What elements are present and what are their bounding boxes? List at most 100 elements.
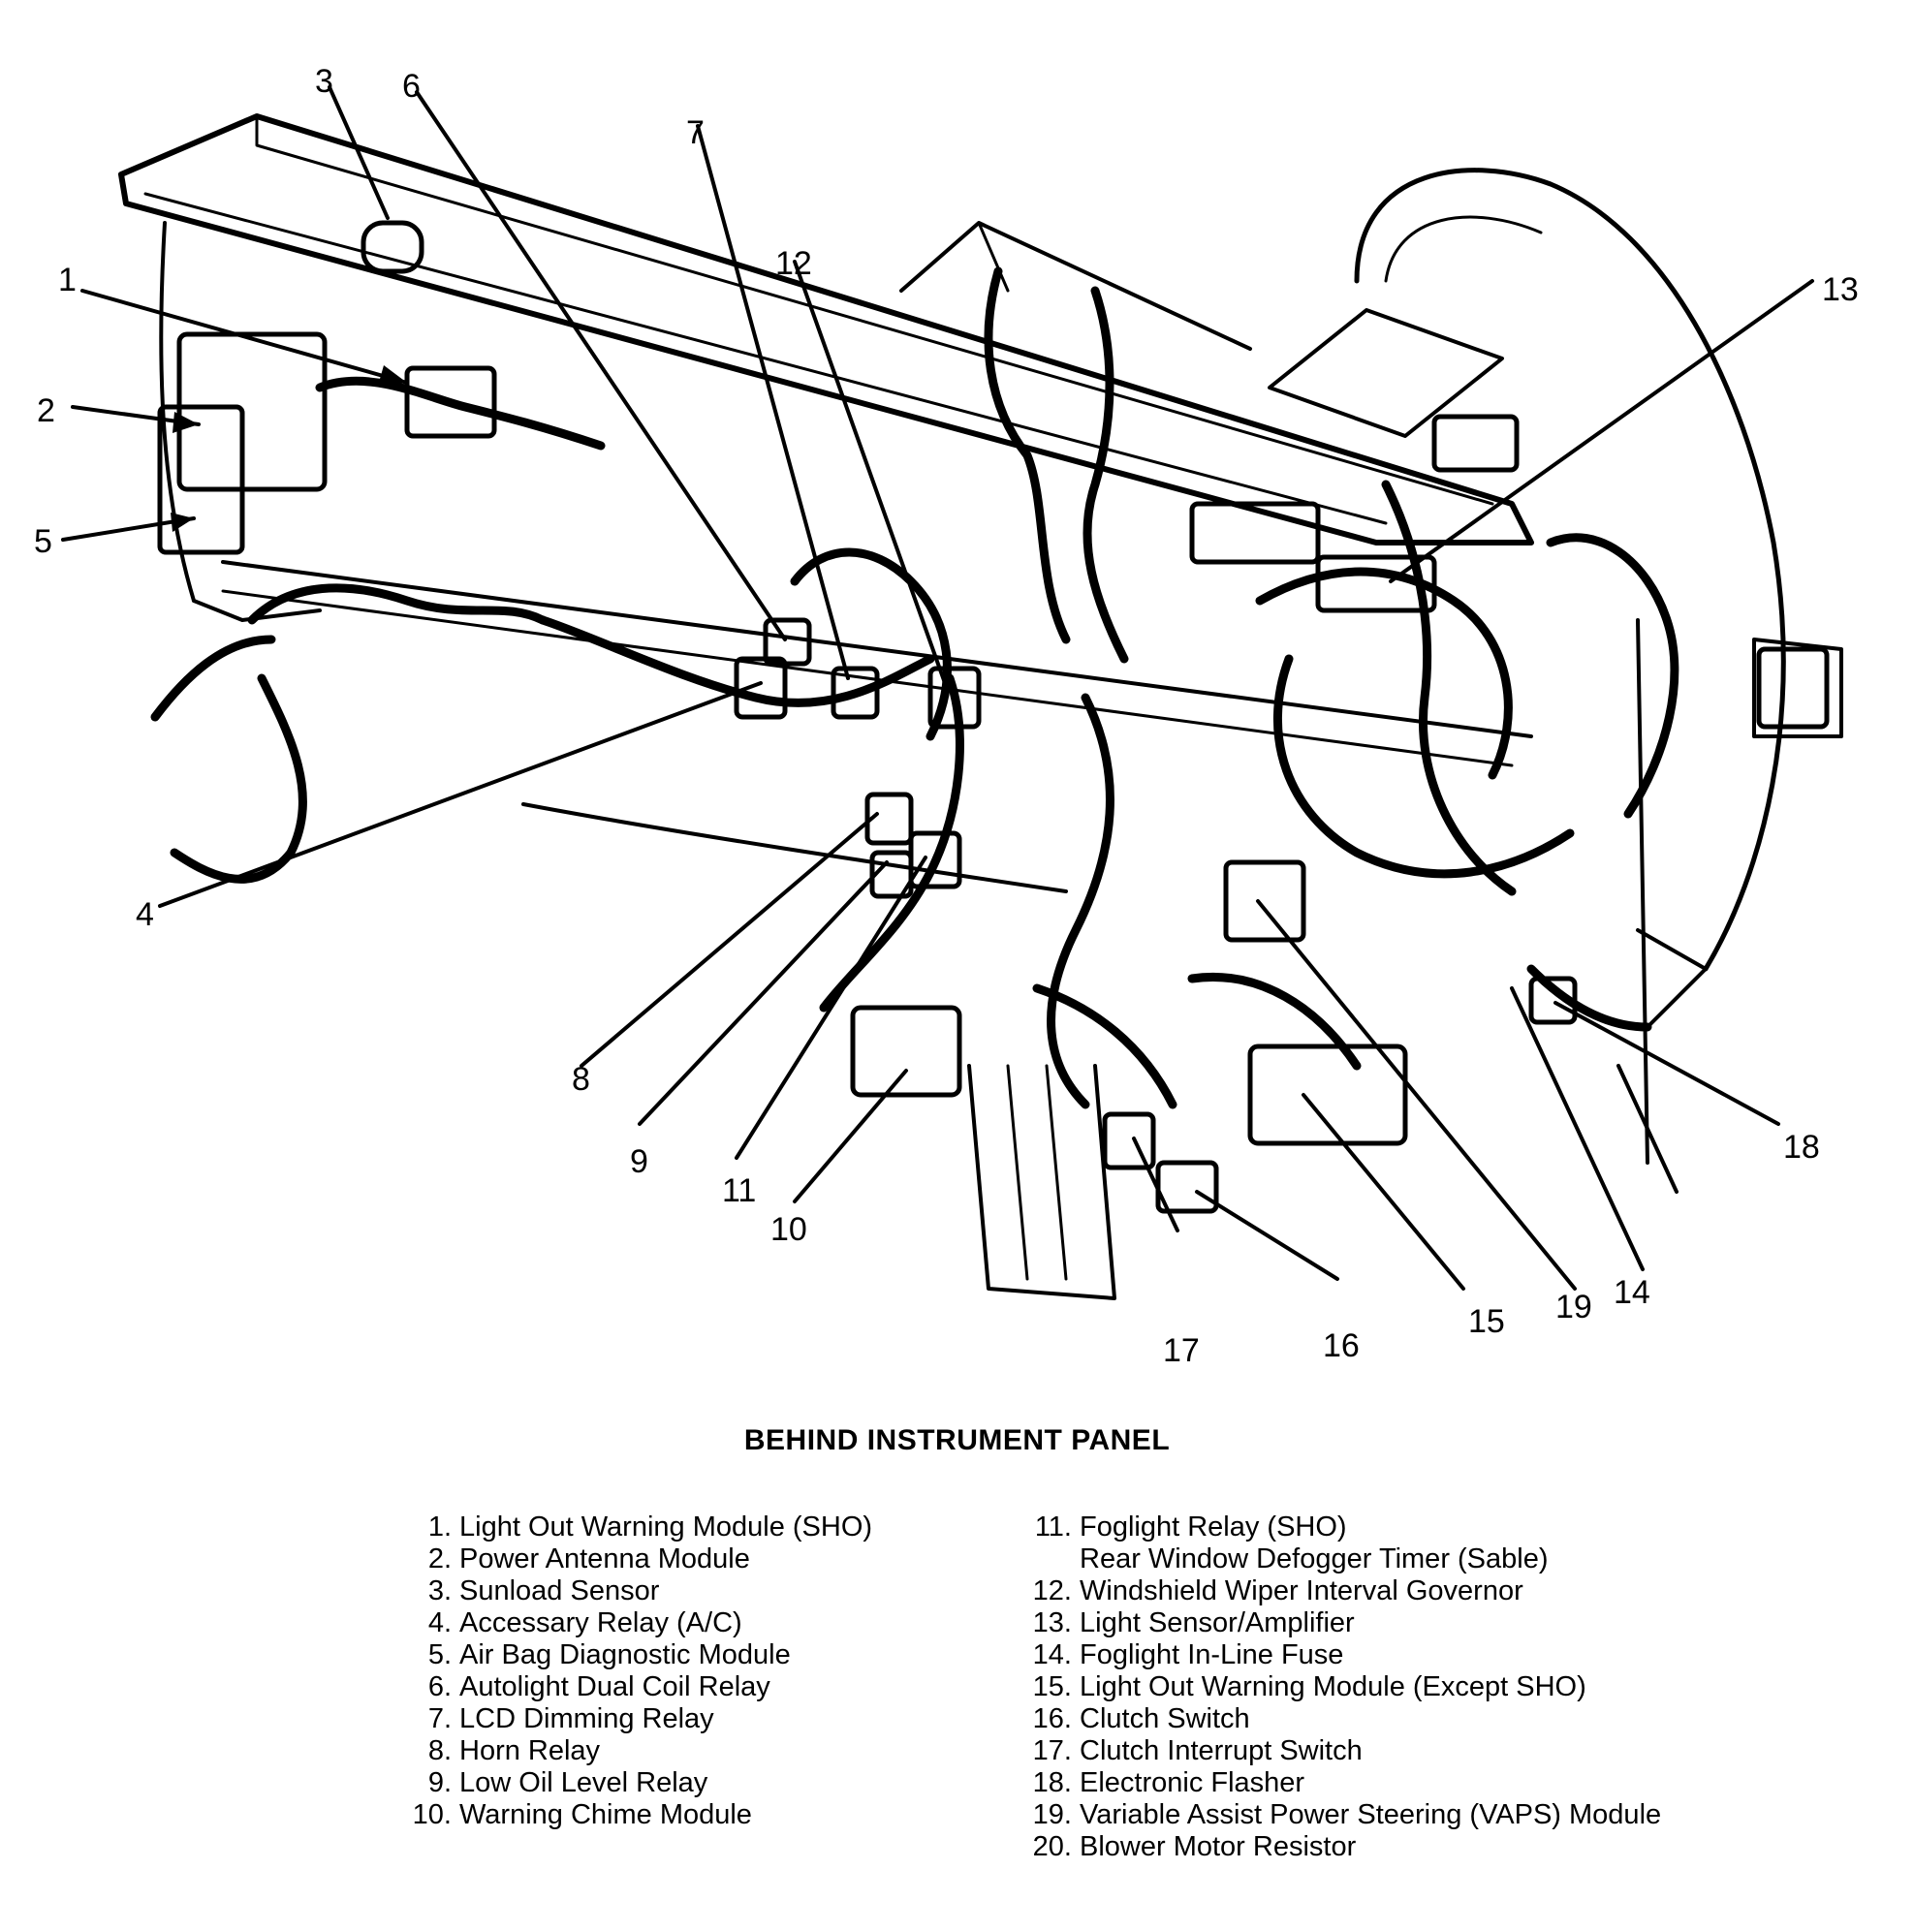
callout-18: 18 xyxy=(1783,1129,1820,1166)
legend-item: 16. Clutch Switch xyxy=(1008,1703,1880,1735)
callout-12: 12 xyxy=(775,245,812,282)
callout-13: 13 xyxy=(1822,271,1859,308)
callout-3: 3 xyxy=(315,63,333,100)
legend-label: Power Antenna Module xyxy=(459,1543,750,1574)
callout-6: 6 xyxy=(402,68,421,105)
legend-label: Horn Relay xyxy=(459,1735,601,1766)
legend-label: Light Out Warning Module (Except SHO) xyxy=(1080,1671,1586,1702)
legend-sub-label: Rear Window Defogger Timer (Sable) xyxy=(1080,1543,1549,1574)
legend-item: 13. Light Sensor/Amplifier xyxy=(1008,1607,1880,1639)
callout-17: 17 xyxy=(1163,1332,1200,1369)
legend-item: 20. Blower Motor Resistor xyxy=(1008,1831,1880,1863)
legend-number: 15. xyxy=(1032,1671,1072,1702)
legend-number: 9. xyxy=(427,1767,452,1798)
legend-label: Sunload Sensor xyxy=(459,1575,660,1606)
legend-number: 2. xyxy=(427,1543,452,1574)
legend-label: LCD Dimming Relay xyxy=(459,1703,714,1734)
callout-4: 4 xyxy=(136,896,154,933)
light-sensor-amplifier xyxy=(1315,554,1437,613)
legend-number: 17. xyxy=(1032,1735,1072,1766)
air-bag-diagnostic-module xyxy=(157,404,245,555)
legend-label: Light Out Warning Module (SHO) xyxy=(459,1511,873,1542)
legend-item: 6.Autolight Dual Coil Relay xyxy=(388,1671,930,1703)
warning-chime-module xyxy=(850,1005,962,1098)
instrument-panel-diagram: 1 2 3 4 5 6 7 8 9 10 11 12 13 14 15 16 1… xyxy=(34,63,1859,1369)
legend-label: Variable Assist Power Steering (VAPS) Mo… xyxy=(1080,1799,1662,1830)
callout-7: 7 xyxy=(686,114,705,151)
vaps-module xyxy=(1223,859,1306,943)
legend-number: 18. xyxy=(1032,1767,1072,1798)
diagram-caption: BEHIND INSTRUMENT PANEL xyxy=(743,1424,1171,1456)
legend-item: 5.Air Bag Diagnostic Module xyxy=(388,1639,930,1671)
legend-label: Clutch Switch xyxy=(1080,1703,1250,1734)
callout-numbers: 1 2 3 4 5 6 7 8 9 10 11 12 13 14 15 16 1… xyxy=(34,63,1859,1369)
accessory-relay xyxy=(734,656,788,720)
legend-item: 18. Electronic Flasher xyxy=(1008,1767,1880,1799)
legend-number: 19. xyxy=(1032,1799,1072,1830)
light-out-warning-module-sho xyxy=(404,365,497,439)
legend-item: 9.Low Oil Level Relay xyxy=(388,1767,930,1799)
legend-number: 13. xyxy=(1032,1607,1072,1638)
legend-label: Accessary Relay (A/C) xyxy=(459,1607,742,1638)
center-connector xyxy=(1431,414,1520,473)
callout-9: 9 xyxy=(630,1143,648,1180)
legend-item: 11.Foglight Relay (SHO) xyxy=(1008,1511,1880,1543)
legend-number: 16. xyxy=(1032,1703,1072,1734)
legend-right-column: 11.Foglight Relay (SHO) Rear Window Defo… xyxy=(1008,1511,1880,1863)
electronic-flasher xyxy=(1528,976,1578,1025)
legend-item: 4.Accessary Relay (A/C) xyxy=(388,1607,930,1639)
dashboard-outline xyxy=(118,113,1843,1300)
legend-number: 12. xyxy=(1032,1575,1072,1606)
legend-item: 19. Variable Assist Power Steering (VAPS)… xyxy=(1008,1799,1880,1831)
foglight-relay xyxy=(908,830,962,889)
legend-label: Air Bag Diagnostic Module xyxy=(459,1639,791,1670)
callout-2: 2 xyxy=(37,392,55,429)
legend-label: Autolight Dual Coil Relay xyxy=(459,1671,770,1702)
callout-1: 1 xyxy=(58,262,77,298)
leader-arrowheads xyxy=(171,365,407,532)
power-antenna-module xyxy=(176,331,328,492)
legend-label: Warning Chime Module xyxy=(459,1799,752,1830)
legend-number: 11. xyxy=(1034,1511,1072,1542)
legend-number: 3. xyxy=(427,1575,452,1606)
legend-number: 5. xyxy=(427,1639,452,1670)
horn-relay xyxy=(864,792,914,846)
legend-number: 14. xyxy=(1032,1639,1072,1670)
wiper-governor xyxy=(927,666,982,730)
legend-number: 20. xyxy=(1032,1831,1072,1862)
legend-item: 15. Light Out Warning Module (Except SHO) xyxy=(1008,1671,1880,1703)
fuse-block-connector xyxy=(1756,646,1830,730)
legend-number: 7. xyxy=(427,1703,452,1734)
legend-label: Foglight In-Line Fuse xyxy=(1080,1639,1344,1670)
callout-5: 5 xyxy=(34,523,52,560)
callout-16: 16 xyxy=(1323,1327,1360,1364)
callout-14: 14 xyxy=(1614,1274,1650,1311)
legend-item: 3.Sunload Sensor xyxy=(388,1575,930,1607)
callout-8: 8 xyxy=(572,1061,590,1098)
components xyxy=(157,220,1830,1214)
light-out-warning-module xyxy=(1247,1044,1408,1146)
callout-11: 11 xyxy=(722,1172,756,1209)
legend-label: Blower Motor Resistor xyxy=(1080,1831,1357,1862)
callout-10: 10 xyxy=(770,1211,807,1248)
legend-item: 1.Light Out Warning Module (SHO) xyxy=(388,1511,930,1543)
legend-item: 12.Windshield Wiper Interval Governor xyxy=(1008,1575,1880,1607)
legend-number: 1. xyxy=(427,1511,452,1542)
legend-number: 10. xyxy=(412,1799,452,1830)
legend-label: Clutch Interrupt Switch xyxy=(1080,1735,1363,1766)
legend-item: 10.Warning Chime Module xyxy=(388,1799,930,1831)
legend-label: Light Sensor/Amplifier xyxy=(1080,1607,1355,1638)
callout-15: 15 xyxy=(1468,1303,1505,1340)
legend-item: 8.Horn Relay xyxy=(388,1735,930,1767)
legend-label: Electronic Flasher xyxy=(1080,1767,1305,1798)
lcd-dimming-relay xyxy=(831,666,880,720)
legend-left-column: 1.Light Out Warning Module (SHO) 2.Power… xyxy=(388,1511,930,1831)
autolight-relay xyxy=(763,617,812,667)
legend-item: 17. Clutch Interrupt Switch xyxy=(1008,1735,1880,1767)
legend-item: 7.LCD Dimming Relay xyxy=(388,1703,930,1735)
callout-19: 19 xyxy=(1555,1289,1592,1325)
wiring-harness xyxy=(150,266,1679,1109)
legend-number: 6. xyxy=(427,1671,452,1702)
instrument-cluster-connector xyxy=(1189,501,1321,565)
legend-item: 14. Foglight In-Line Fuse xyxy=(1008,1639,1880,1671)
